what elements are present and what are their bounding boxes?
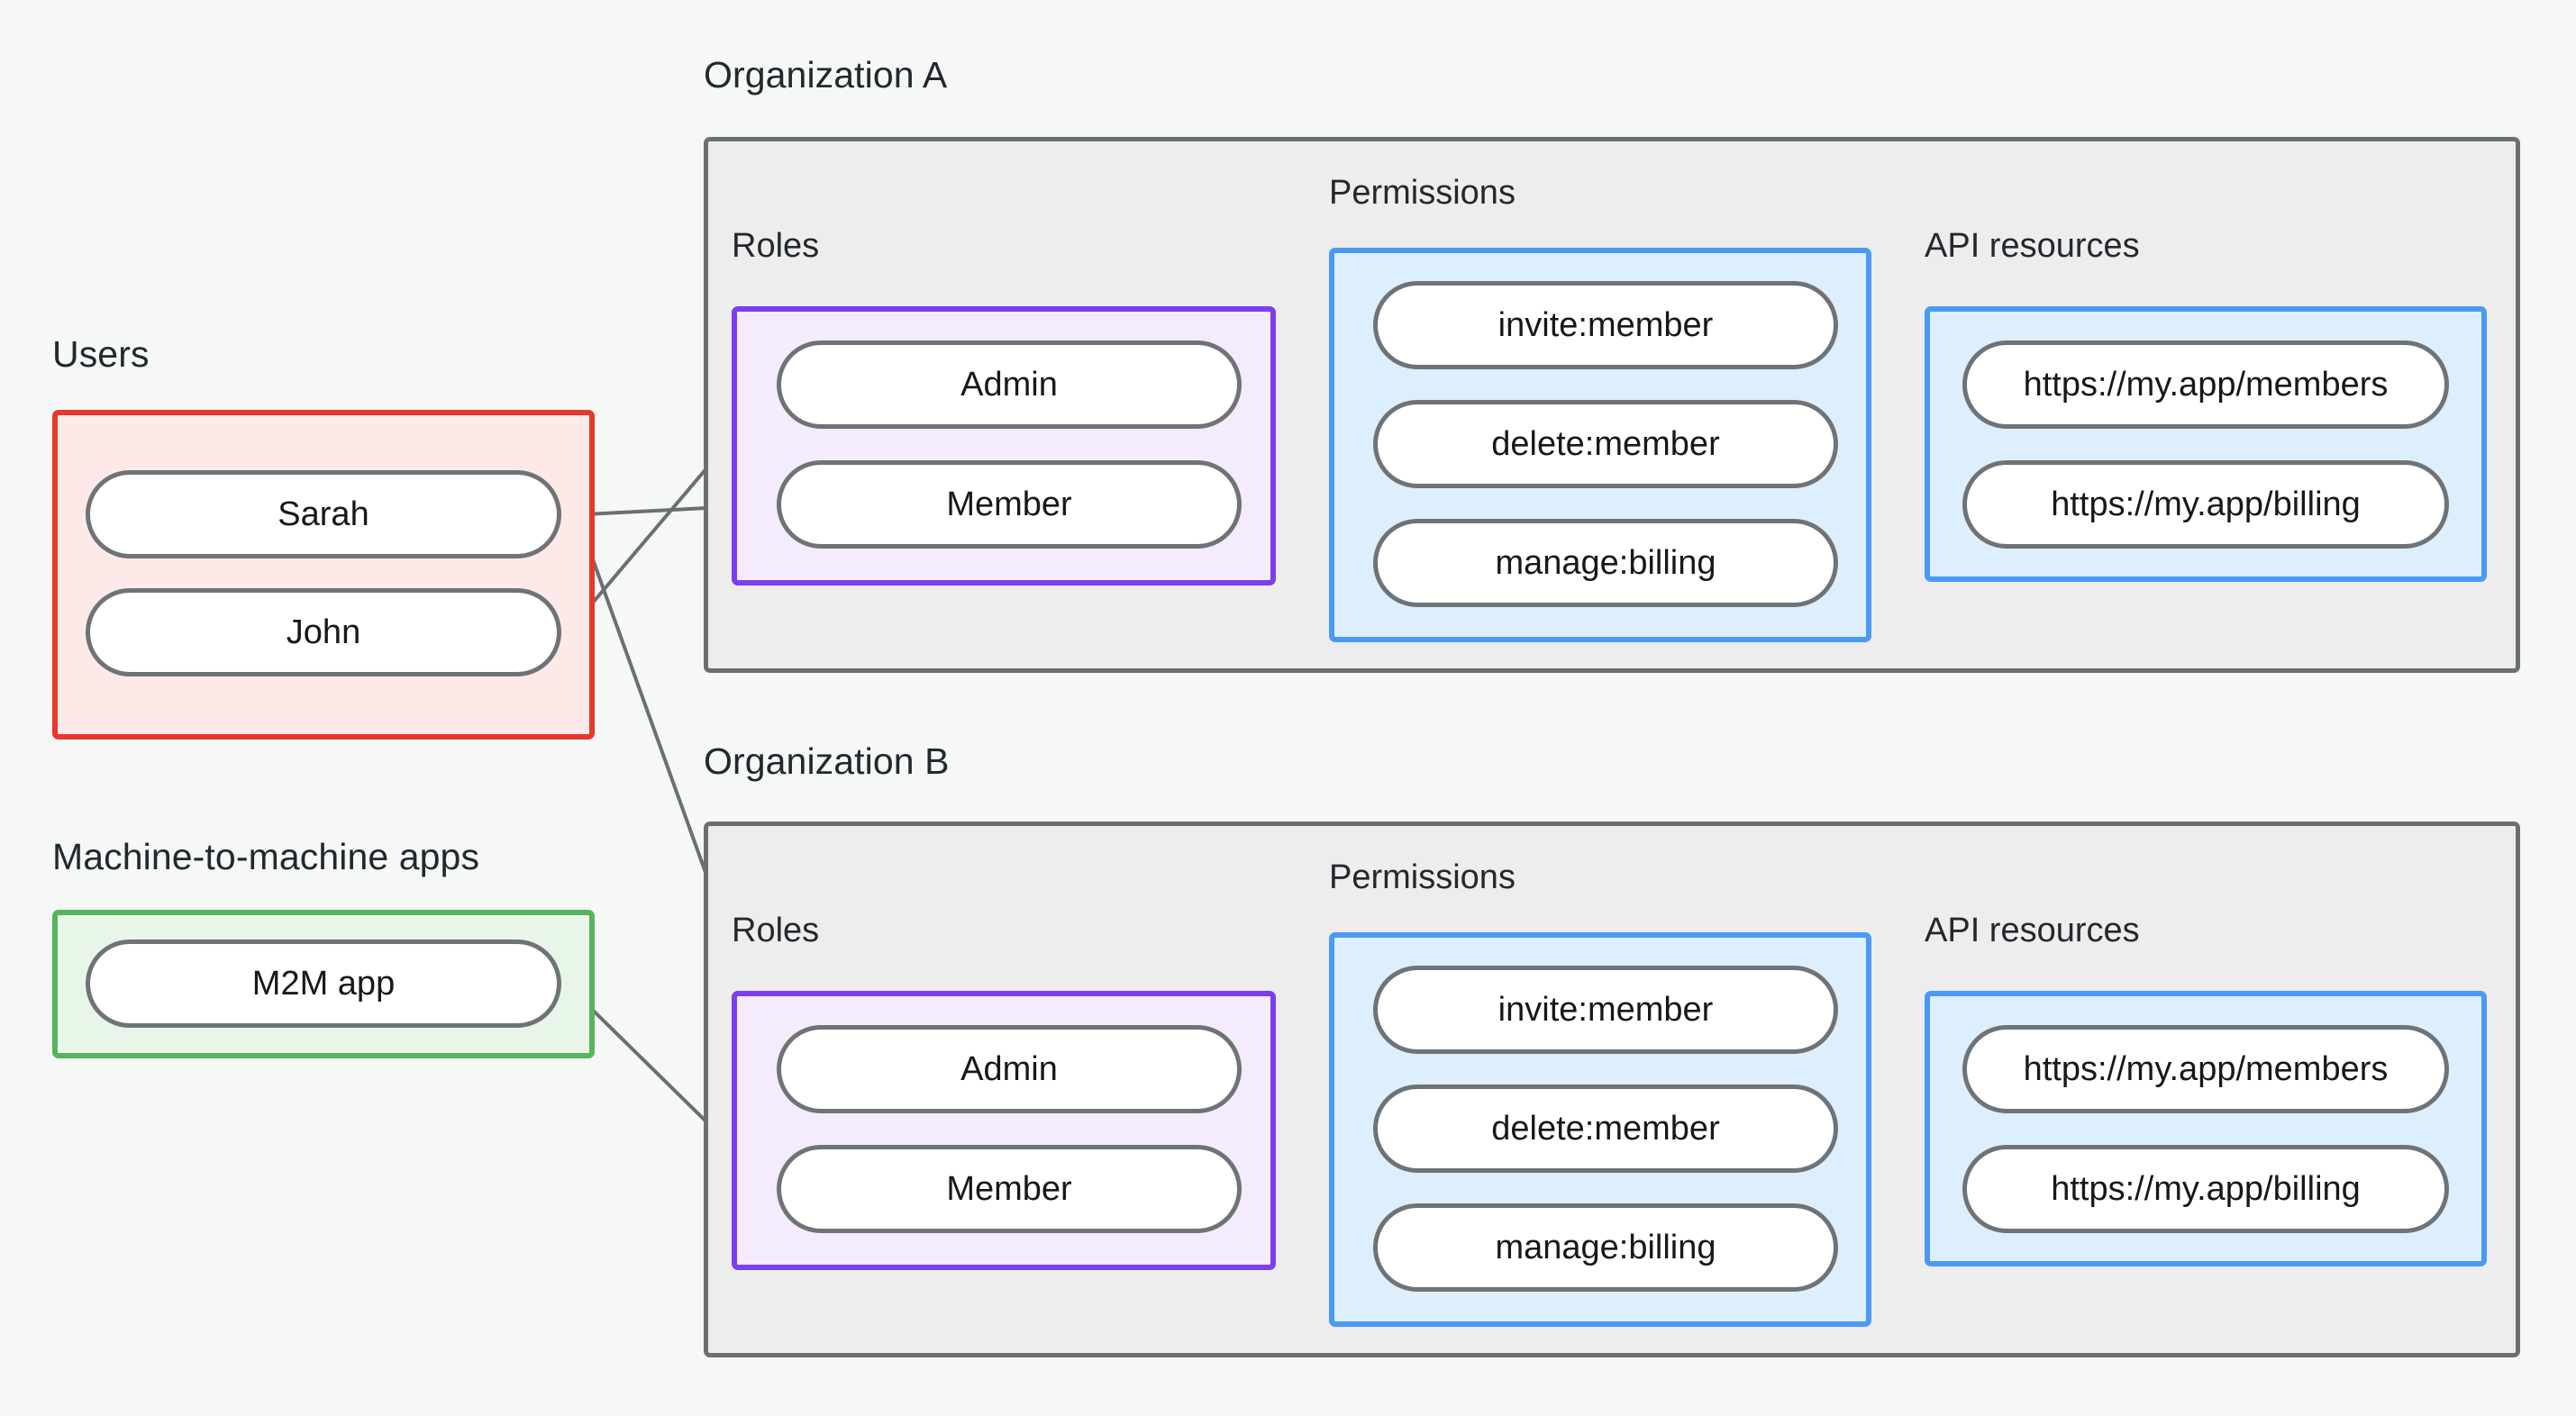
org-a-permissions-label: Permissions [1329,174,1516,212]
user-pill-john[interactable]: John [86,588,561,676]
org-b-permission-pill-invite-member[interactable]: invite:member [1373,966,1838,1054]
m2m-group-label: Machine-to-machine apps [52,836,480,877]
org-a-roles-label: Roles [732,227,820,265]
org-a-permission-pill-manage-billing[interactable]: manage:billing [1373,519,1838,607]
org-b-role-pill-admin[interactable]: Admin [777,1025,1242,1113]
org-b-roles-label: Roles [732,912,820,949]
m2m-pill-app[interactable]: M2M app [86,939,561,1028]
org-b-label: Organization B [704,740,950,782]
org-a-role-pill-admin[interactable]: Admin [777,340,1242,429]
org-a-permission-pill-delete-member[interactable]: delete:member [1373,400,1838,488]
users-container [52,410,595,740]
org-b-api-pill-members[interactable]: https://my.app/members [1962,1025,2449,1113]
user-pill-sarah[interactable]: Sarah [86,470,561,558]
org-a-api-resources-label: API resources [1925,227,2140,265]
users-group-label: Users [52,333,150,375]
org-a-permission-pill-invite-member[interactable]: invite:member [1373,281,1838,369]
org-a-api-pill-members[interactable]: https://my.app/members [1962,340,2449,429]
org-b-api-pill-billing[interactable]: https://my.app/billing [1962,1145,2449,1233]
org-b-permission-pill-manage-billing[interactable]: manage:billing [1373,1203,1838,1292]
org-b-permissions-label: Permissions [1329,858,1516,896]
org-b-api-resources-label: API resources [1925,912,2140,949]
org-a-role-pill-member[interactable]: Member [777,460,1242,549]
org-b-permission-pill-delete-member[interactable]: delete:member [1373,1085,1838,1173]
org-a-api-pill-billing[interactable]: https://my.app/billing [1962,460,2449,549]
org-a-label: Organization A [704,54,948,95]
org-b-role-pill-member[interactable]: Member [777,1145,1242,1233]
